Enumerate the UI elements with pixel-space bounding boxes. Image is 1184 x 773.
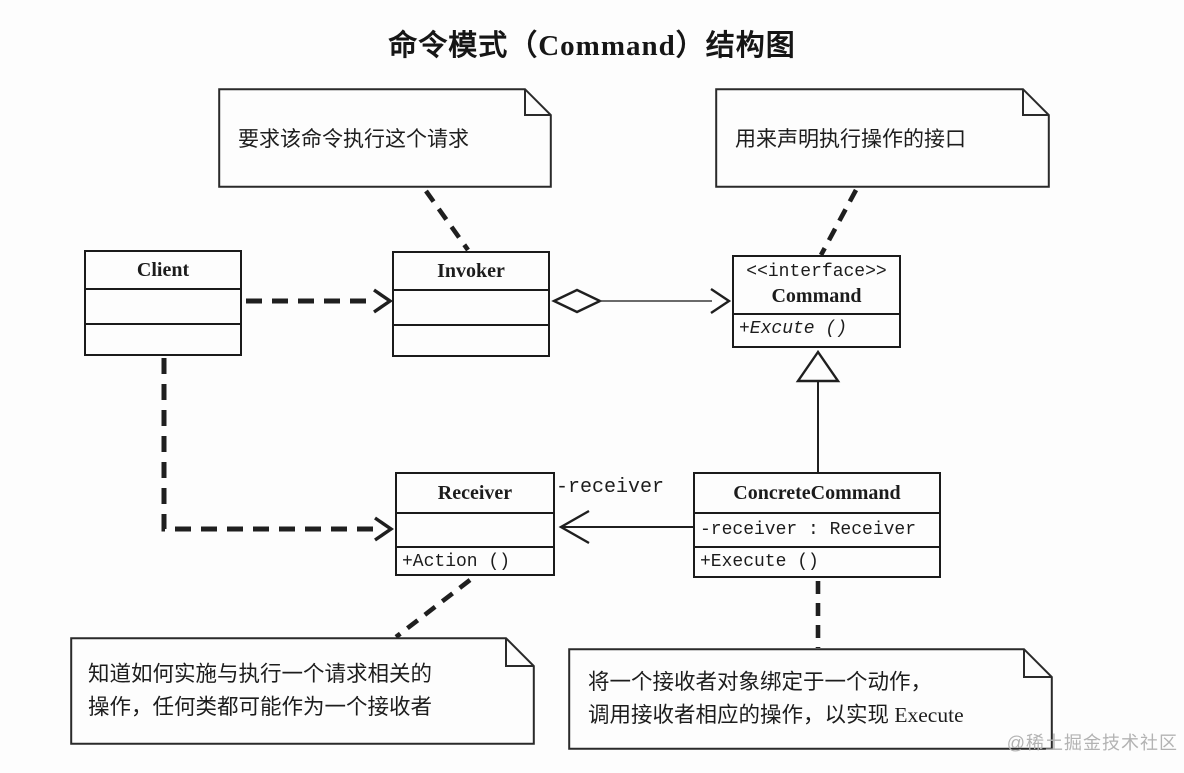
client-methods-compartment [86, 323, 240, 354]
note-link-top-left [424, 189, 470, 252]
invoker-attributes-compartment [394, 289, 548, 324]
dependency-arrow-client-invoker [246, 288, 394, 314]
receiver-attributes-compartment [397, 512, 553, 546]
note-text-line: 将一个接收者对象绑定于一个动作， [588, 670, 933, 694]
client-attributes-compartment [86, 288, 240, 323]
note-top-left: 要求该命令执行这个请求 [218, 88, 552, 188]
class-name-concretecommand: ConcreteCommand [733, 481, 901, 504]
open-arrowhead-icon [558, 509, 590, 545]
open-arrowhead-icon [710, 288, 732, 314]
class-name-invoker: Invoker [437, 259, 505, 282]
class-name-command: Command [771, 284, 862, 307]
concretecommand-attribute: -receiver : Receiver [695, 512, 939, 546]
generalization-concretecommand-command [795, 349, 841, 472]
note-text-line: 知道如何实施与执行一个请求相关的 [88, 662, 433, 686]
generalization-triangle-icon [795, 349, 841, 383]
class-name-client: Client [136, 258, 190, 281]
note-shape-icon [568, 648, 1053, 750]
command-stereotype: <<interface>> [746, 262, 887, 283]
class-box-command: <<interface>> Command +Excute () [732, 255, 901, 348]
note-text: 将一个接收者对象绑定于一个动作， 调用接收者相应的操作，以实现 Execute [568, 648, 1053, 750]
note-text: 知道如何实施与执行一个请求相关的 操作，任何类都可能作为一个接收者 [70, 637, 535, 745]
note-text: 用来声明执行操作的接口 [735, 127, 966, 151]
association-concretecommand-receiver [558, 509, 693, 545]
association-role-label: -receiver [556, 476, 665, 499]
note-shape-icon [715, 88, 1050, 188]
aggregation-diamond-icon [551, 288, 603, 314]
note-bottom-left: 知道如何实施与执行一个请求相关的 操作，任何类都可能作为一个接收者 [70, 637, 535, 745]
concretecommand-method: +Execute () [695, 546, 939, 576]
note-text-line: 调用接收者相应的操作，以实现 Execute [588, 703, 964, 727]
open-arrowhead-icon [374, 516, 395, 542]
class-name-receiver: Receiver [437, 481, 513, 504]
note-top-right: 用来声明执行操作的接口 [715, 88, 1050, 188]
command-method: +Excute () [734, 313, 899, 346]
class-box-receiver: Receiver +Action () [395, 472, 555, 576]
note-text-line: 操作，任何类都可能作为一个接收者 [88, 695, 433, 719]
note-link-bottom-left [394, 578, 472, 639]
note-text: 要求该命令执行这个请求 [238, 127, 469, 151]
note-shape-icon [218, 88, 552, 188]
open-arrowhead-icon [373, 288, 394, 314]
note-link-top-right [818, 188, 859, 257]
aggregation-invoker-command [551, 288, 732, 314]
note-shape-icon [70, 637, 535, 745]
class-box-client: Client [84, 250, 242, 356]
class-box-concretecommand: ConcreteCommand -receiver : Receiver +Ex… [693, 472, 941, 578]
diagram-title: 命令模式（Command）结构图 [388, 30, 796, 62]
watermark: @稀土掘金技术社区 [1006, 733, 1178, 753]
command-header: <<interface>> Command [734, 257, 899, 313]
note-bottom-right: 将一个接收者对象绑定于一个动作， 调用接收者相应的操作，以实现 Execute [568, 648, 1053, 750]
receiver-method: +Action () [397, 546, 553, 574]
invoker-methods-compartment [394, 324, 548, 355]
class-box-invoker: Invoker [392, 251, 550, 357]
dependency-arrow-client-receiver [161, 358, 395, 542]
